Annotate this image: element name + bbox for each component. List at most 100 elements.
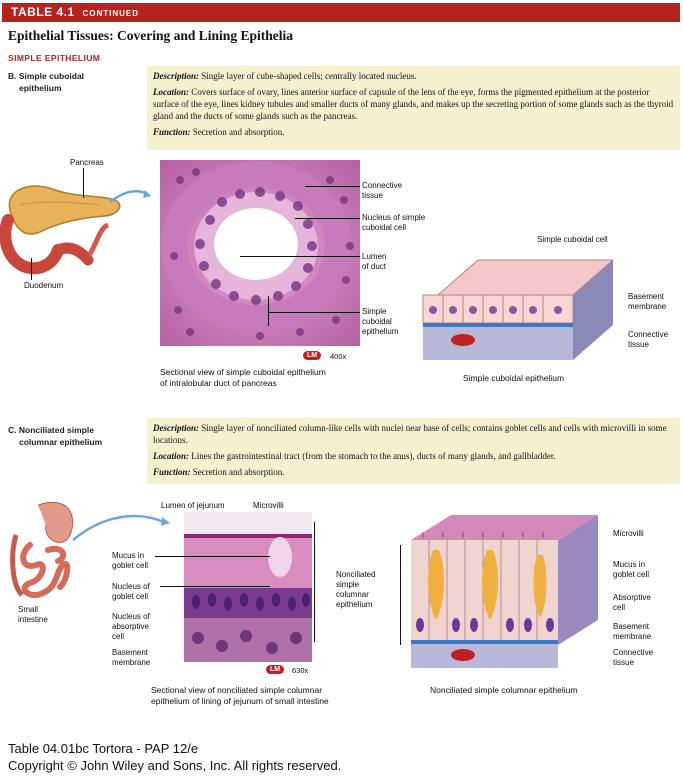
columnar-caption-line1: Sectional view of nonciliated simple col… <box>151 685 323 695</box>
nonc-line3: columnar <box>336 590 369 599</box>
small-intestine-illustration <box>10 501 170 598</box>
label-absorptive-cell-diagram: Absorptive cell <box>613 593 651 613</box>
connective-d-line2: tissue <box>628 340 649 349</box>
label-basement-membrane-cuboidal: Basement membrane <box>628 292 666 312</box>
cuboidal-desc-heading: Description: <box>153 71 199 81</box>
connective-d-line1: Connective <box>628 330 669 339</box>
lm-badge-columnar: LM <box>266 665 285 674</box>
simple-line2: cuboidal <box>362 317 392 326</box>
magnification-columnar: 630x <box>292 666 309 675</box>
simple-leader <box>268 312 360 313</box>
label-mucus-goblet-diagram: Mucus in goblet cell <box>613 560 649 580</box>
cuboidal-func-heading: Function: <box>153 127 191 137</box>
section-label: SIMPLE EPITHELIUM <box>8 53 101 63</box>
nonc-line2: simple <box>336 580 360 589</box>
cuboidal-description-box: Description: Single layer of cube-shaped… <box>147 66 680 150</box>
cuboidal-diagram-caption: Simple cuboidal epithelium <box>463 373 565 383</box>
mucus-line1: Mucus in <box>112 551 145 560</box>
columnar-caption-line2: epithelium of lining of jejunum of small… <box>151 696 329 706</box>
columnar-func-heading: Function: <box>153 467 191 477</box>
label-simple-cuboidal-cell: Simple cuboidal cell <box>537 235 608 244</box>
label-lumen-micro: Lumen of duct <box>362 252 386 272</box>
continued-label: CONTINUED <box>82 9 140 18</box>
footer-line1: Table 04.01bc Tortora - PAP 12/e <box>8 741 199 756</box>
table-header-bar: TABLE 4.1 CONTINUED <box>2 3 680 22</box>
lumen-leader <box>240 256 360 257</box>
magnification-cuboidal: 400x <box>330 352 347 361</box>
basement-c-line2: membrane <box>613 632 652 641</box>
duodenum-leader-line <box>31 258 32 280</box>
nonciliated-bracket <box>314 522 315 642</box>
basement-micro-line2: membrane <box>112 658 151 667</box>
footer-copyright: Copyright © John Wiley and Sons, Inc. Al… <box>8 758 342 773</box>
cuboidal-caption-line2: of intralobular duct of pancreas <box>160 378 277 388</box>
simple-bracket <box>268 296 269 326</box>
cuboidal-desc-text: Single layer of cube-shaped cells; centr… <box>201 71 417 81</box>
nuc-abs-line2: absorptive <box>112 622 149 631</box>
nuc-goblet-leader <box>160 586 270 587</box>
columnar-diagram <box>411 515 598 668</box>
columnar-diagram-caption: Nonciliated simple columnar epithelium <box>430 685 578 695</box>
cuboidal-func-text: Secretion and absorption. <box>192 127 285 137</box>
cuboidal-loc-text: Covers surface of ovary, lines anterior … <box>153 87 674 121</box>
nuc-goblet-line2: goblet cell <box>112 592 149 601</box>
simple-line1: Simple <box>362 307 387 316</box>
footer: Table 04.01bc Tortora - PAP 12/e Copyrig… <box>8 740 341 774</box>
columnar-label-line2: columnar epithelium <box>19 437 103 447</box>
connective-line1: Connective <box>362 181 403 190</box>
label-nonciliated-micro: Nonciliated simple columnar epithelium <box>336 570 376 610</box>
basement-c-line1: Basement <box>613 622 650 631</box>
lm-badge-cuboidal: LM <box>303 351 322 360</box>
basement-micro-line1: Basement <box>112 648 149 657</box>
label-mucus-goblet-micro: Mucus in goblet cell <box>112 551 148 571</box>
columnar-micro-caption: Sectional view of nonciliated simple col… <box>151 685 329 707</box>
small-intestine-line1: Small <box>18 605 39 614</box>
nuc-abs-line3: cell <box>112 632 125 641</box>
textbook-page: TABLE 4.1 CONTINUED Epithelial Tissues: … <box>0 3 680 707</box>
cuboidal-diagram <box>422 259 615 360</box>
label-connective-tissue-columnar: Connective tissue <box>613 648 653 668</box>
label-basement-membrane-columnar: Basement membrane <box>613 622 651 642</box>
columnar-diagram-bracket <box>400 545 401 645</box>
label-simple-cuboidal-micro: Simple cuboidal epithelium <box>362 307 398 337</box>
label-small-intestine: Small intestine <box>18 605 48 625</box>
nucleus-line1: Nucleus of simple <box>362 213 426 222</box>
nucleus-line2: cuboidal cell <box>362 223 407 232</box>
cuboidal-caption-line1: Sectional view of simple cuboidal epithe… <box>160 367 326 377</box>
connective-line2: tissue <box>362 191 383 200</box>
columnar-loc-heading: Location: <box>153 451 189 461</box>
cuboidal-label-line1: B. Simple cuboidal <box>8 71 85 81</box>
mucus-d-line2: goblet cell <box>613 570 650 579</box>
cuboidal-label-line2: epithelium <box>19 83 62 93</box>
lumen-line2: of duct <box>362 262 387 271</box>
simple-line3: epithelium <box>362 327 399 336</box>
label-nucleus-goblet-micro: Nucleus of goblet cell <box>112 582 150 602</box>
mucus-leader <box>155 556 270 557</box>
label-microvilli-diagram: Microvilli <box>613 529 644 538</box>
label-connective-tissue-cuboidal: Connective tissue <box>628 330 668 350</box>
columnar-desc-heading: Description: <box>153 423 199 433</box>
lumen-line1: Lumen <box>362 252 387 261</box>
nonc-line4: epithelium <box>336 600 373 609</box>
abs-d-line2: cell <box>613 603 626 612</box>
nuc-goblet-line1: Nucleus of <box>112 582 150 591</box>
basement-line2: membrane <box>628 302 667 311</box>
table-number-text: TABLE 4.1 <box>11 5 75 19</box>
pancreas-leader-line <box>83 168 84 198</box>
columnar-func-text: Secretion and absorption. <box>192 467 285 477</box>
pancreas-illustration <box>0 185 151 275</box>
label-basement-micro: Basement membrane <box>112 648 150 668</box>
label-connective-tissue-micro: Connective tissue <box>362 181 402 201</box>
mucus-d-line1: Mucus in <box>613 560 646 569</box>
label-microvilli-micro: Microvilli <box>253 501 284 510</box>
connective-c-line2: tissue <box>613 658 634 667</box>
table-title: Epithelial Tissues: Covering and Lining … <box>8 28 293 43</box>
label-pancreas: Pancreas <box>70 158 104 167</box>
cuboidal-micro-caption: Sectional view of simple cuboidal epithe… <box>160 367 326 389</box>
columnar-description-box: Description: Single layer of nonciliated… <box>147 418 680 484</box>
label-nucleus-absorptive-micro: Nucleus of absorptive cell <box>112 612 150 642</box>
basement-line1: Basement <box>628 292 665 301</box>
nucleus-leader <box>295 218 360 219</box>
cuboidal-loc-heading: Location: <box>153 87 189 97</box>
nonc-line1: Nonciliated <box>336 570 376 579</box>
